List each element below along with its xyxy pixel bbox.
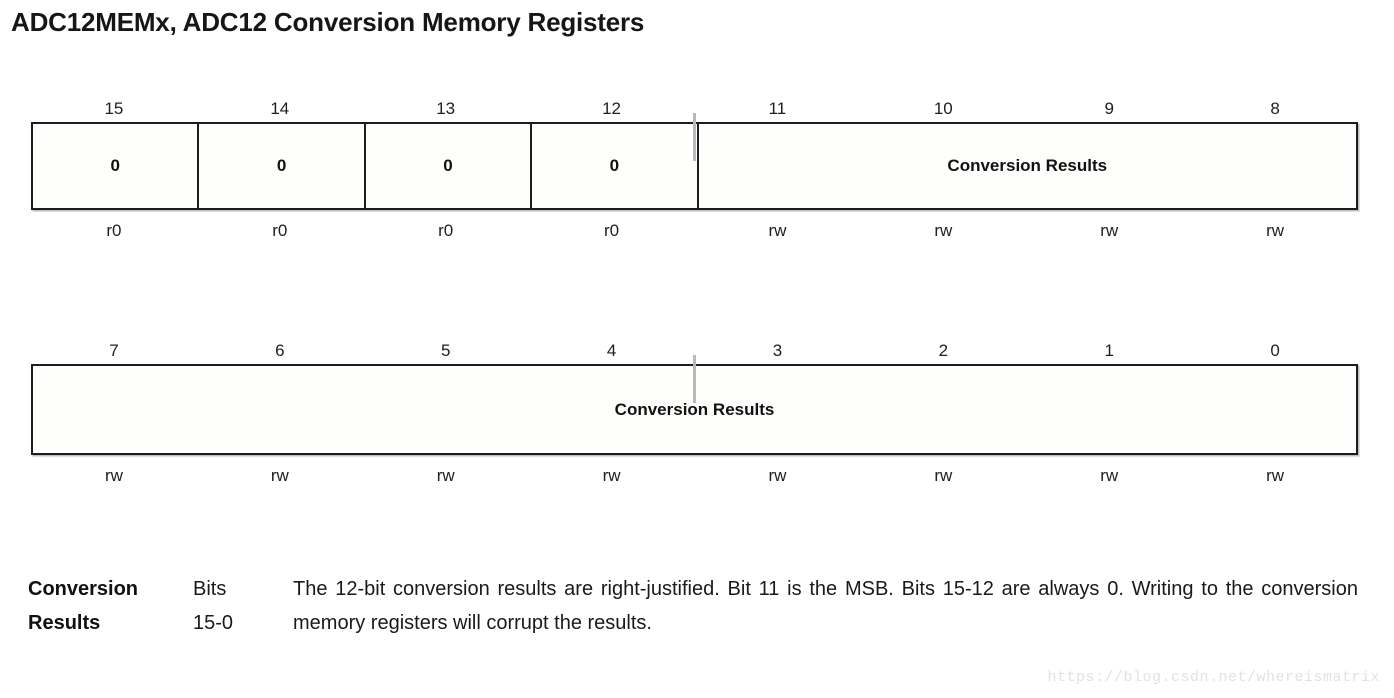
access-type: rw — [602, 466, 621, 485]
bit-number: 6 — [275, 341, 285, 360]
bit-number: 1 — [1104, 341, 1114, 360]
bit-number: 0 — [1270, 341, 1280, 360]
register-field-cell: Conversion Results — [614, 399, 775, 419]
bit-number-row: 15 14 13 12 11 10 9 8 — [31, 100, 1358, 122]
field-description-name: Conversion Results — [28, 572, 193, 640]
access-type: rw — [270, 466, 289, 485]
register-field-cell: 0 — [366, 124, 533, 208]
bit-number: 10 — [933, 99, 953, 118]
access-type: rw — [104, 466, 123, 485]
access-type: r0 — [438, 221, 454, 240]
access-type: rw — [1266, 221, 1285, 240]
bit-number: 9 — [1104, 99, 1114, 118]
access-type: r0 — [106, 221, 122, 240]
access-type: r0 — [604, 221, 620, 240]
field-description-text: The 12-bit conversion results are right-… — [293, 578, 1358, 634]
watermark: https://blog.csdn.net/whereismatrix — [1047, 669, 1380, 686]
register-field-cell: 0 — [33, 124, 200, 208]
bit-number: 11 — [768, 99, 787, 118]
access-type: r0 — [272, 221, 288, 240]
field-description: Conversion Results Bits 15-0 The 12-bit … — [28, 572, 1368, 640]
field-bits-line: Bits — [193, 578, 227, 600]
half-word-separator-icon — [693, 355, 696, 403]
register-block-high-byte: 15 14 13 12 11 10 9 8 0 0 0 0 Conversion… — [31, 100, 1358, 239]
access-type: rw — [934, 221, 953, 240]
field-description-bits: Bits 15-0 — [193, 572, 293, 640]
register-field-cell: 0 — [199, 124, 366, 208]
page-title: ADC12MEMx, ADC12 Conversion Memory Regis… — [11, 7, 645, 37]
access-type: rw — [1266, 466, 1285, 485]
access-type: rw — [436, 466, 455, 485]
field-name-line: Conversion — [28, 578, 139, 600]
register-field-cell: 0 — [532, 124, 699, 208]
access-type: rw — [768, 221, 787, 240]
register-block-low-byte: 7 6 5 4 3 2 1 0 Conversion Results rw rw… — [31, 342, 1358, 484]
bit-number: 13 — [436, 99, 456, 118]
bit-number: 15 — [104, 99, 124, 118]
bit-number: 12 — [602, 99, 622, 118]
register-field-cell: Conversion Results — [947, 156, 1108, 175]
bit-number: 3 — [772, 341, 783, 360]
bit-number-row: 7 6 5 4 3 2 1 0 — [31, 342, 1358, 364]
register-field-row: 0 0 0 0 Conversion Results — [31, 113, 1358, 210]
bit-number: 2 — [938, 341, 949, 360]
bit-number: 7 — [109, 341, 119, 360]
access-type: rw — [934, 466, 953, 485]
register-field-row: Conversion Results — [31, 355, 1358, 455]
bit-number: 4 — [606, 341, 617, 360]
field-name-line: Results — [28, 612, 101, 634]
half-word-separator-icon — [693, 113, 696, 161]
access-type: rw — [768, 466, 787, 485]
access-type-row: rw rw rw rw rw rw rw rw — [31, 455, 1358, 484]
access-type: rw — [1100, 221, 1119, 240]
field-bits-line: 15-0 — [193, 612, 234, 634]
bit-number: 5 — [440, 341, 451, 360]
bit-number: 8 — [1270, 99, 1280, 118]
bit-number: 14 — [270, 99, 290, 118]
access-type: rw — [1100, 466, 1119, 485]
access-type-row: r0 r0 r0 r0 rw rw rw rw — [31, 210, 1358, 239]
